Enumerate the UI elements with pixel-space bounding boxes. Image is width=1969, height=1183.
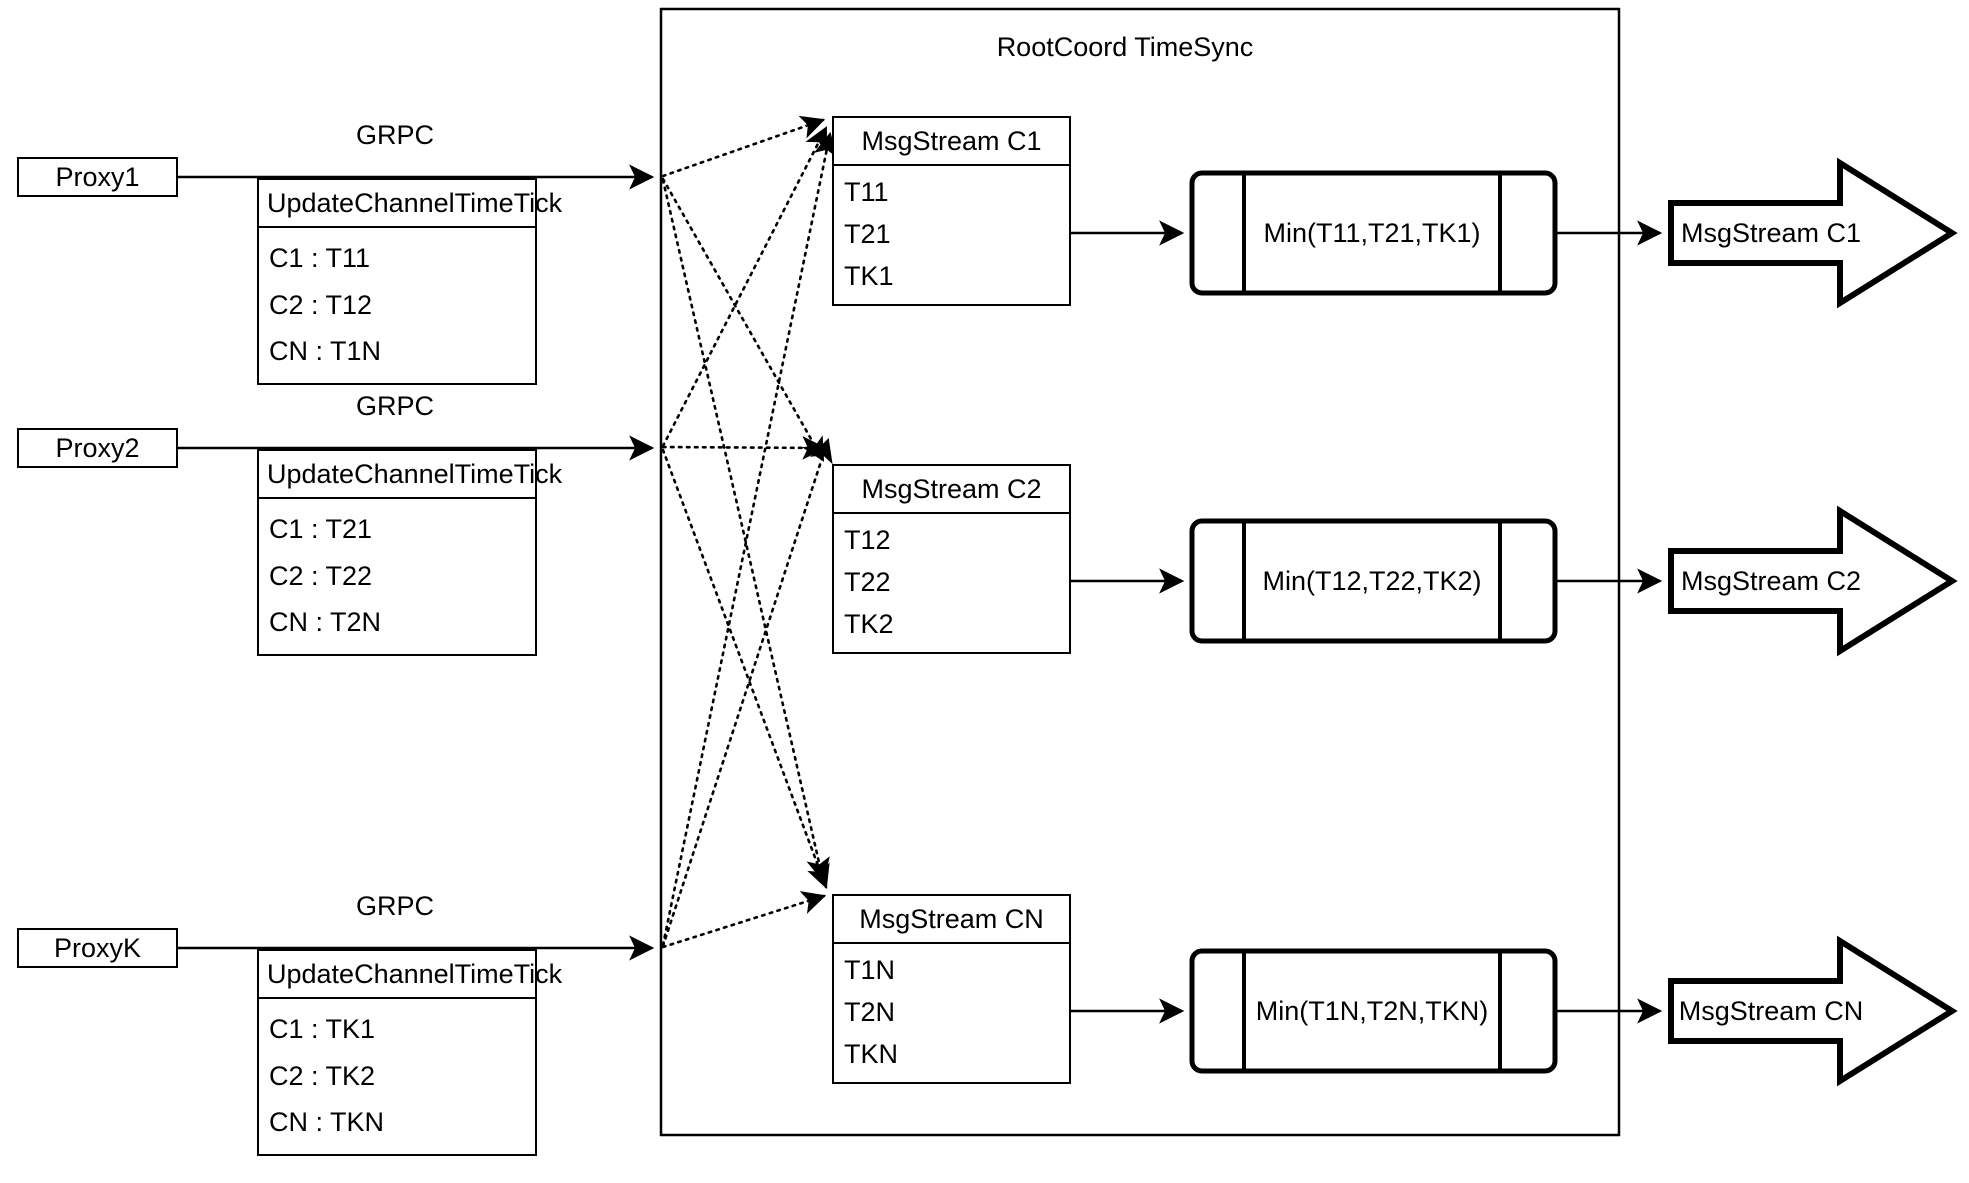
msgstream-body-1: T11 T21 TK1 [834,166,1069,304]
request-title-3: UpdateChannelTimeTick [259,951,562,999]
output-label-3: MsgStream CN [1678,995,1864,1026]
container-title: RootCoord TimeSync [996,32,1254,62]
grpc-label-2: GRPC [355,391,434,421]
output-block-arrows [1668,157,1958,1087]
min-label-1: Min(T11,T21,TK1) [1263,217,1481,248]
min-label-3: Min(T1N,T2N,TKN) [1255,995,1489,1026]
dispatch-p1-cn [661,178,830,883]
msgstream-title-1: MsgStream C1 [834,118,1069,166]
dispatch-pk-c1 [661,131,838,947]
timetick-dispatch-connectors [661,115,838,949]
request-body-3: C1 : TK1 C2 : TK2 CN : TKN [259,999,535,1154]
min-to-output-connectors [1557,220,1663,1024]
proxy-box-2[interactable]: Proxy2 [17,428,178,468]
grpc-label-3: GRPC [355,891,434,921]
request-row: CN : T1N [269,335,382,366]
msgstream-row: TK1 [844,261,894,292]
msgstream-box-1: MsgStream C1 T11 T21 TK1 [832,116,1071,306]
grpc-label-1: GRPC [355,120,434,150]
dispatch-p2-c1 [661,126,828,448]
msgstream-title-3: MsgStream CN [834,896,1069,944]
request-row: C2 : TK2 [269,1060,376,1091]
proxy-label-3: ProxyK [53,932,142,963]
dispatch-pk-cn [661,891,827,949]
request-row: C2 : T12 [269,289,373,320]
msgstream-row: T2N [844,997,896,1028]
request-body-2: C1 : T21 C2 : T22 CN : T2N [259,499,535,654]
dispatch-p1-c1 [661,115,826,178]
output-label-2: MsgStream C2 [1680,565,1862,596]
msgstream-row: TKN [844,1039,898,1070]
request-row: CN : T2N [269,606,382,637]
dispatch-pk-c2 [661,437,833,948]
dispatch-p1-c2 [661,177,825,462]
request-box-3: UpdateChannelTimeTick C1 : TK1 C2 : TK2 … [257,949,562,1156]
min-label-2: Min(T12,T22,TK2) [1262,565,1482,596]
msgstream-row: T1N [844,955,896,986]
msgstream-row: T11 [844,177,889,208]
request-title-2: UpdateChannelTimeTick [259,451,562,499]
request-row: C1 : T21 [269,514,373,545]
request-body-1: C1 : T11 C2 : T12 CN : T1N [259,228,535,383]
msgstream-box-2: MsgStream C2 T12 T22 TK2 [832,464,1071,654]
msgstream-row: T21 [844,219,891,250]
request-row: C1 : T11 [269,243,371,274]
dispatch-p2-cn [661,448,830,890]
proxy-box-1[interactable]: Proxy1 [17,157,178,197]
msgstream-title-2: MsgStream C2 [834,466,1069,514]
request-row: C1 : TK1 [269,1014,376,1045]
request-row: CN : TKN [269,1106,385,1137]
msgstream-box-3: MsgStream CN T1N T2N TKN [832,894,1071,1084]
proxy-box-3[interactable]: ProxyK [17,928,178,968]
msgstream-body-3: T1N T2N TKN [834,944,1069,1082]
request-row: C2 : T22 [269,560,373,591]
dispatch-p2-c2 [661,435,827,460]
proxy-label-2: Proxy2 [55,432,140,463]
request-box-1: UpdateChannelTimeTick C1 : T11 C2 : T12 … [257,178,562,385]
msgstream-row: TK2 [844,609,894,640]
stream-to-min-connectors [1071,220,1185,1024]
request-box-2: UpdateChannelTimeTick C1 : T21 C2 : T22 … [257,449,562,656]
msgstream-body-2: T12 T22 TK2 [834,514,1069,652]
proxy-label-1: Proxy1 [55,161,140,192]
request-title-1: UpdateChannelTimeTick [259,180,562,228]
msgstream-row: T22 [844,567,891,598]
msgstream-row: T12 [844,525,891,556]
output-label-1: MsgStream C1 [1680,217,1862,248]
